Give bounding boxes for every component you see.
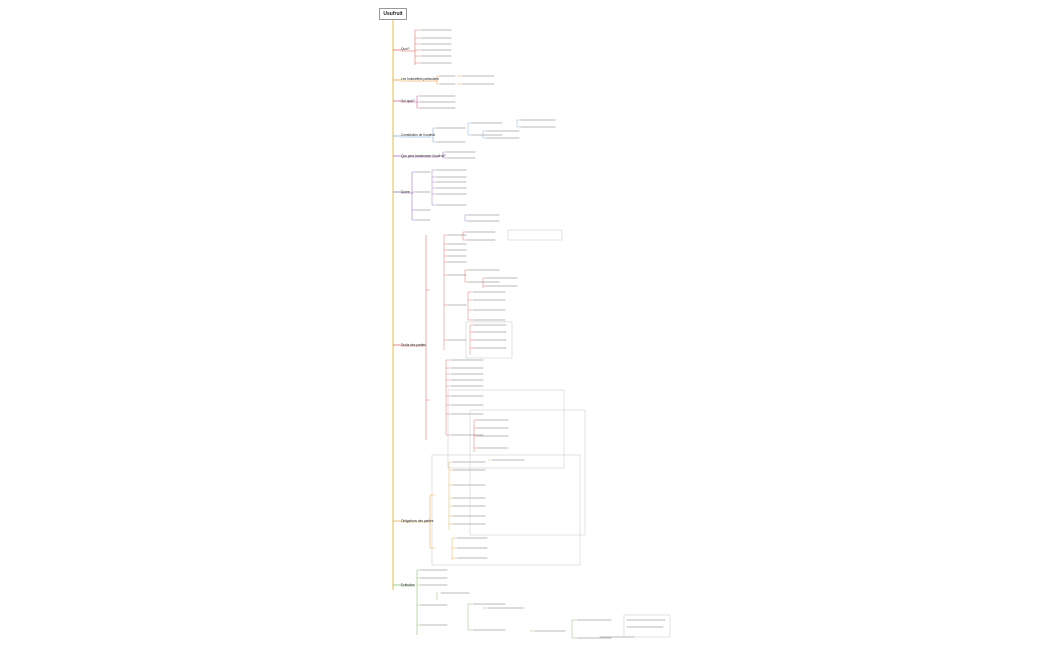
boundary-box: [469, 409, 586, 536]
boundary-box: [507, 229, 563, 241]
branch-quoi[interactable]: Quoi?: [401, 47, 410, 51]
branch-droits[interactable]: Droits des parties: [401, 343, 426, 347]
branch-transformer[interactable]: Que peut transformer l'usufruit?: [401, 154, 446, 158]
boundary-box: [465, 321, 513, 359]
branch-sur-quoi[interactable]: Sur quoi?: [401, 99, 415, 103]
boundary-box: [431, 454, 581, 566]
boundary-box: [447, 389, 565, 469]
branch-obligations[interactable]: Obligations des parties: [401, 519, 434, 523]
boundary-box: [623, 614, 671, 638]
root-node[interactable]: Usufruit: [379, 8, 407, 20]
branch-fruits[interactable]: Les fruits/effets particuliers: [401, 77, 439, 81]
branch-constitution[interactable]: Constitution de l'usufruit: [401, 133, 435, 137]
branch-extinction[interactable]: Extinction: [401, 583, 415, 587]
branch-duree[interactable]: Durée: [401, 190, 410, 194]
